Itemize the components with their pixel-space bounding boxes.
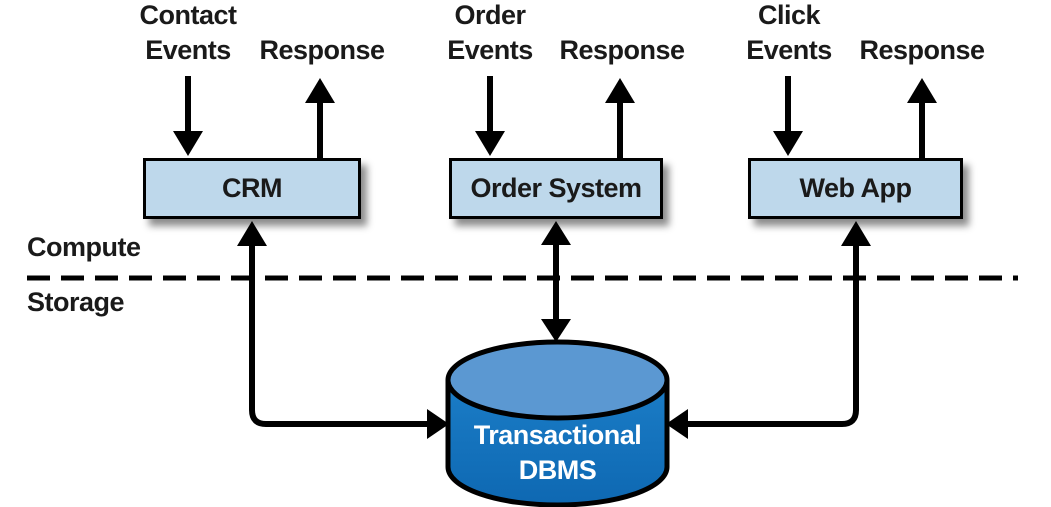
order-response-label: Response xyxy=(559,35,685,65)
contact-events-arrow xyxy=(173,76,203,156)
order-dbms-connector xyxy=(541,221,571,342)
crm-dbms-connector xyxy=(237,221,449,439)
node-web-app: Web App xyxy=(748,158,963,219)
dbms-label: Transactional DBMS xyxy=(473,420,642,485)
order-events-arrow xyxy=(475,76,505,156)
node-crm-label: CRM xyxy=(222,173,283,203)
webapp-response-arrow xyxy=(907,78,937,158)
click-events-arrow xyxy=(773,76,803,156)
contact-events-label: Contact Events xyxy=(139,0,238,65)
node-order-system: Order System xyxy=(449,158,663,219)
webapp-dbms-connector xyxy=(666,221,871,439)
crm-response-arrow xyxy=(305,78,335,158)
node-crm: CRM xyxy=(143,158,361,219)
crm-response-label: Response xyxy=(259,35,385,65)
storage-layer-label: Storage xyxy=(27,287,125,317)
webapp-response-label: Response xyxy=(859,35,985,65)
node-order-system-label: Order System xyxy=(470,173,642,203)
order-response-arrow xyxy=(605,78,635,158)
order-events-label: Order Events xyxy=(447,0,533,65)
click-events-label: Click Events xyxy=(746,0,832,65)
compute-layer-label: Compute xyxy=(27,232,141,262)
node-web-app-label: Web App xyxy=(799,173,913,203)
dbms-cylinder xyxy=(445,339,670,507)
dbms-cylinder-top xyxy=(445,339,670,421)
